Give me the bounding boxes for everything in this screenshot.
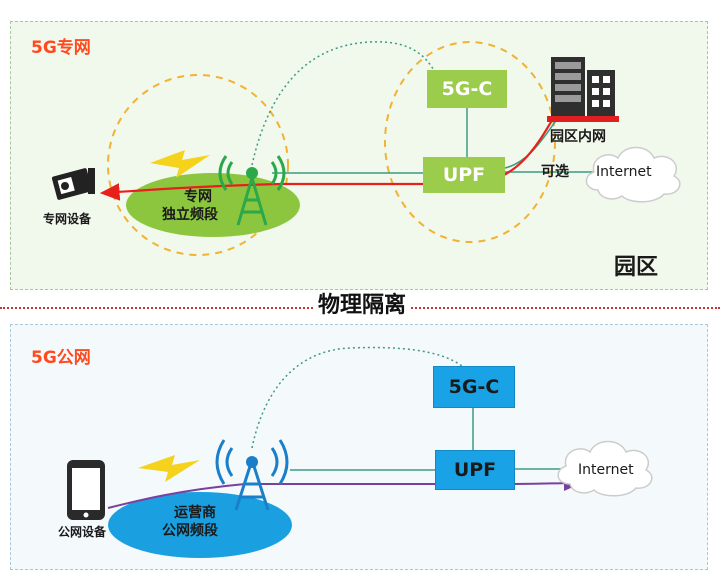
private-control-link	[251, 41, 436, 166]
private-5gc-box: 5G-C	[427, 70, 507, 108]
private-core-circle	[384, 41, 556, 243]
physical-isolation-label: 物理隔离	[314, 295, 411, 317]
private-network-panel	[10, 21, 708, 290]
private-upf-box: UPF	[423, 157, 505, 193]
server-building-icon	[547, 57, 619, 122]
private-base-station-top	[246, 167, 258, 179]
public-internet-cloud	[557, 440, 653, 497]
public-network-title: 5G公网	[31, 348, 91, 368]
campus-zone-label: 园区	[614, 255, 659, 280]
private-internet-cloud	[585, 146, 681, 203]
public-band-ellipse	[108, 492, 292, 558]
private-internet-label: Internet	[596, 164, 652, 180]
private-device-label: 专网设备	[43, 212, 92, 226]
phone-icon	[67, 460, 105, 520]
public-band-label-1: 运营商	[174, 505, 216, 521]
public-control-link	[251, 346, 463, 449]
private-band-label-2: 独立频段	[162, 207, 218, 223]
private-lightning-icon	[150, 150, 210, 178]
private-network-title: 5G专网	[31, 38, 91, 58]
private-base-station-icon	[218, 155, 286, 226]
campus-intranet-label: 园区内网	[550, 129, 606, 145]
public-lightning-icon	[138, 455, 200, 482]
public-5gc-box: 5G-C	[433, 366, 515, 408]
public-device-label: 公网设备	[58, 525, 107, 539]
camera-icon	[51, 168, 95, 200]
private-coverage-circle	[107, 74, 289, 256]
public-band-label-2: 公网频段	[162, 523, 218, 539]
optional-label: 可选	[541, 164, 569, 180]
private-band-label-1: 专网	[184, 189, 212, 205]
public-internet-label: Internet	[578, 462, 634, 478]
private-intranet-link	[504, 117, 559, 169]
public-base-station-icon	[215, 439, 289, 511]
public-upf-box: UPF	[435, 450, 515, 490]
public-base-station-top	[246, 456, 258, 468]
